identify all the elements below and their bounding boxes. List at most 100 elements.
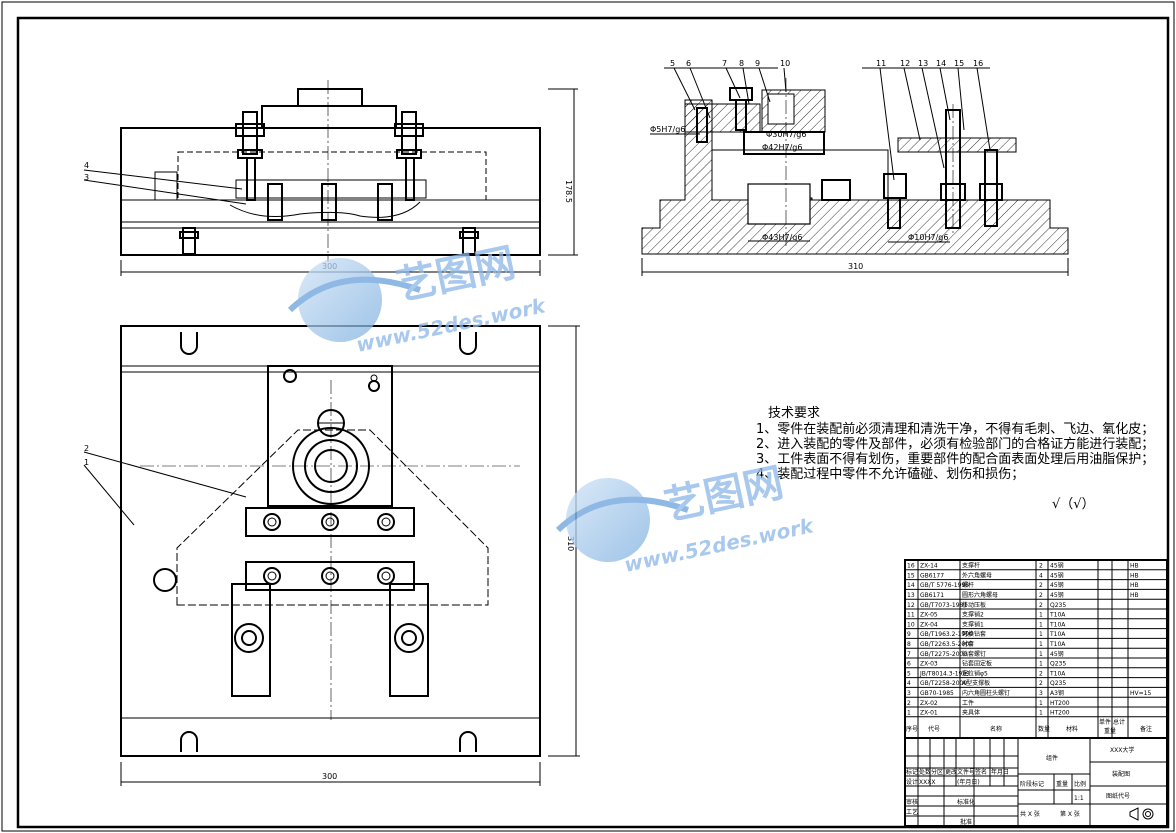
bom-cell: 2 bbox=[1039, 670, 1043, 677]
tb-university: XXX大学 bbox=[1110, 746, 1134, 754]
svg-text:处数: 处数 bbox=[919, 768, 931, 776]
callout-2: 2 bbox=[84, 444, 89, 453]
bom-cell: 4 bbox=[1039, 572, 1043, 579]
bom-cell: 14 bbox=[907, 582, 915, 589]
bom-cell: 1 bbox=[1039, 700, 1043, 707]
top-view: 2 1 300 310 bbox=[83, 325, 580, 786]
bom-cell: 工件 bbox=[962, 699, 974, 707]
svg-text:艺图网: 艺图网 bbox=[661, 460, 788, 530]
svg-text:www.52des.work: www.52des.work bbox=[354, 293, 549, 357]
bom-cell: 4 bbox=[907, 680, 911, 687]
svg-text:XXXX: XXXX bbox=[919, 779, 935, 786]
inner-frame bbox=[16, 16, 1170, 829]
bom-cell: 45钢 bbox=[1050, 591, 1064, 599]
svg-text:11: 11 bbox=[876, 59, 886, 68]
bom-cell: T10A bbox=[1049, 670, 1066, 677]
svg-text:名称: 名称 bbox=[990, 725, 1002, 733]
bom-cell: GB/T2258-2000 bbox=[920, 680, 967, 687]
bom-cell: 2 bbox=[1039, 680, 1043, 687]
bom-cell: 2 bbox=[907, 700, 911, 707]
svg-text:分区: 分区 bbox=[931, 768, 943, 776]
bom-cell: A3钢 bbox=[1050, 689, 1064, 697]
bom-cell: 1 bbox=[1039, 621, 1043, 628]
svg-text:总计: 总计 bbox=[1113, 718, 1125, 726]
bom-cell: GB/T2263.5-2000 bbox=[920, 641, 973, 648]
bom-cell: 16 bbox=[907, 563, 915, 570]
svg-text:批准: 批准 bbox=[960, 818, 972, 826]
bom-cell: 支撑杆 bbox=[962, 562, 980, 570]
callout-1: 1 bbox=[84, 458, 89, 467]
tech-requirements: 技术要求 1、零件在装配前必须清理和清洗干净，不得有毛刺、飞边、氧化皮； 2、进… bbox=[756, 406, 1154, 482]
bom-cell: 螺杆 bbox=[962, 581, 974, 589]
svg-text:8: 8 bbox=[739, 59, 744, 68]
bom-cell: 可换钻套 bbox=[962, 630, 986, 638]
bom-cell: 3 bbox=[1039, 690, 1043, 697]
svg-text:5: 5 bbox=[670, 59, 675, 68]
bom-cell: 45钢 bbox=[1050, 562, 1064, 570]
svg-text:13: 13 bbox=[918, 59, 928, 68]
bom-cell: 支撑销1 bbox=[962, 620, 984, 628]
svg-text:数量: 数量 bbox=[1038, 725, 1050, 733]
section-dim-width: 310 bbox=[848, 262, 863, 271]
bom-cell: 移动压板 bbox=[962, 601, 986, 609]
bom-cell: HT200 bbox=[1050, 710, 1070, 717]
callout-4: 4 bbox=[84, 161, 89, 170]
watermark-2: 艺图网 www.52des.work bbox=[555, 460, 817, 577]
bom-cell: 1 bbox=[1039, 631, 1043, 638]
top-dim-height: 310 bbox=[566, 536, 575, 551]
bom-cell: GB70-1985 bbox=[920, 690, 954, 697]
bom-cell: HB bbox=[1130, 572, 1139, 579]
bom-cell: 15 bbox=[907, 572, 915, 579]
svg-text:审核: 审核 bbox=[906, 798, 918, 806]
svg-text:比例: 比例 bbox=[1074, 780, 1086, 788]
svg-text:阶段标记: 阶段标记 bbox=[1020, 780, 1044, 788]
bom-cell: GB6171 bbox=[920, 592, 944, 599]
bom-cell: HT200 bbox=[1050, 700, 1070, 707]
tech-item-4: 4、装配过程中零件不允许磕碰、划伤和损伤； bbox=[756, 466, 1024, 482]
bom-cell: 1 bbox=[1039, 710, 1043, 717]
roughness-symbol: √（√） bbox=[1052, 497, 1095, 512]
bom-cell: 7 bbox=[907, 651, 911, 658]
bom-cell: ZX-02 bbox=[920, 700, 938, 707]
bom-cell: 5 bbox=[907, 670, 911, 677]
bom-cell: ZX-14 bbox=[920, 563, 938, 570]
svg-text:艺图网: 艺图网 bbox=[393, 240, 520, 310]
svg-text:设计: 设计 bbox=[906, 778, 918, 786]
svg-text:10: 10 bbox=[780, 59, 790, 68]
bom-cell: 12 bbox=[907, 602, 915, 609]
svg-text:14: 14 bbox=[936, 59, 946, 68]
bom-cell: 1 bbox=[1039, 612, 1043, 619]
bom-cell: HB bbox=[1130, 592, 1139, 599]
bom-cell: 1 bbox=[907, 710, 911, 717]
svg-text:7: 7 bbox=[722, 59, 727, 68]
watermark-1: 艺图网 www.52des.work bbox=[287, 240, 549, 357]
top-dim-width: 300 bbox=[322, 772, 337, 781]
bom-cell: 圆形六角螺母 bbox=[962, 591, 998, 599]
svg-text:1:1: 1:1 bbox=[1074, 795, 1084, 802]
bom-cell: T10A bbox=[1049, 612, 1066, 619]
callout-3: 3 bbox=[84, 173, 89, 182]
fit-pin: Φ10H7/g6 bbox=[908, 233, 948, 242]
fit-bore-mid: Φ42H7/g6 bbox=[762, 143, 802, 152]
bom-cell: 45钢 bbox=[1050, 581, 1064, 589]
tb-part-label: 组件 bbox=[1046, 754, 1058, 762]
svg-text:重量: 重量 bbox=[1104, 727, 1116, 735]
bom-cell: 11 bbox=[907, 612, 915, 619]
bom-cell: 外六角螺母 bbox=[962, 571, 992, 579]
bom-cell: JB/T8014.3-1999 bbox=[919, 670, 970, 677]
bom-cell: 钻套固定板 bbox=[962, 660, 992, 668]
svg-text:标准化: 标准化 bbox=[957, 798, 975, 806]
bom-cell: 2 bbox=[1039, 592, 1043, 599]
svg-text:16: 16 bbox=[973, 59, 983, 68]
title-block: 标记 处数 分区 更改文件号 签名 年月日 设计 XXXX (年月日) 审核 工… bbox=[904, 737, 1168, 827]
bom-cell: HB bbox=[1130, 582, 1139, 589]
bom-cell: ZX-03 bbox=[920, 661, 938, 668]
bom-cell: 45钢 bbox=[1050, 650, 1064, 658]
bom-cell: 45钢 bbox=[1050, 571, 1064, 579]
svg-text:www.52des.work: www.52des.work bbox=[622, 513, 817, 577]
svg-text:9: 9 bbox=[755, 59, 760, 68]
bom-cell: T10A bbox=[1049, 641, 1066, 648]
bom-cell: Q235 bbox=[1050, 680, 1066, 687]
